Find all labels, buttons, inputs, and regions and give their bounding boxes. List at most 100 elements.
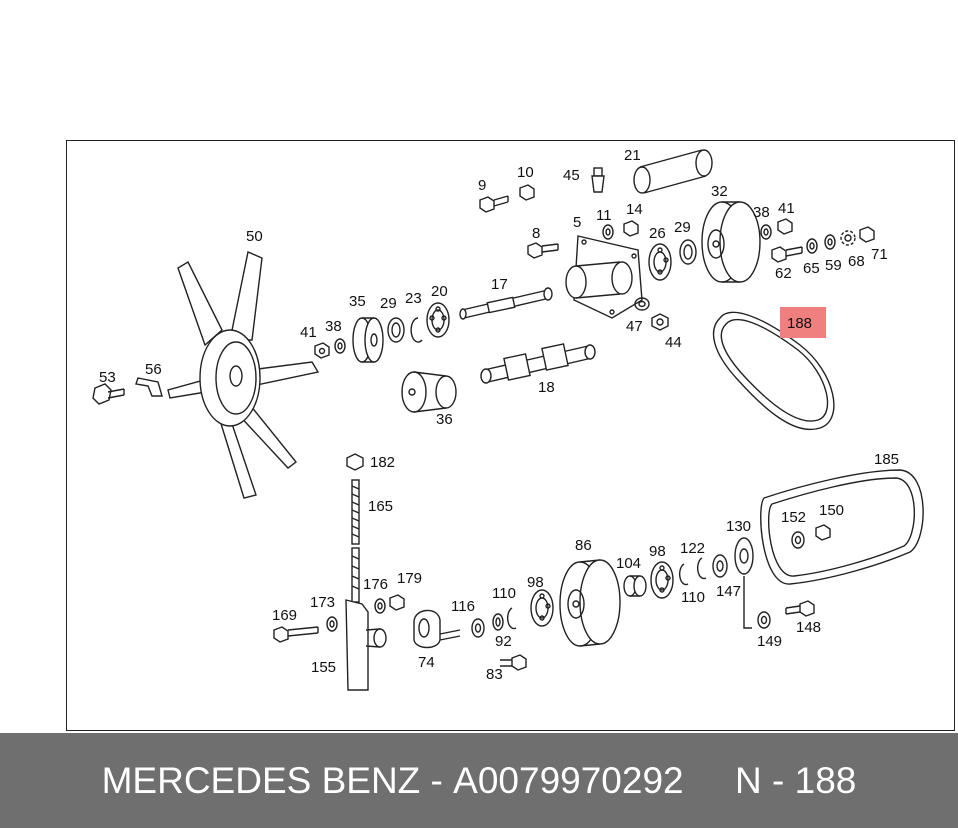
ring-92[interactable] [492, 613, 504, 631]
label-179: 179 [397, 570, 422, 587]
label-148: 148 [796, 619, 821, 636]
label-36: 36 [436, 411, 453, 428]
label-38-right: 38 [753, 204, 770, 221]
nut-71[interactable] [859, 226, 875, 243]
washer-47[interactable] [634, 297, 650, 311]
bolt-62[interactable] [771, 246, 803, 263]
hub-35[interactable] [352, 317, 384, 363]
nut-41-left[interactable] [314, 342, 330, 359]
fan-assembly[interactable] [167, 251, 320, 499]
highlight-box [780, 307, 826, 338]
label-83: 83 [486, 666, 503, 683]
label-59: 59 [825, 257, 842, 274]
nut-14[interactable] [623, 220, 639, 237]
label-173: 173 [310, 594, 335, 611]
washer-149[interactable] [757, 611, 771, 629]
label-169: 169 [272, 607, 297, 624]
washer-65[interactable] [806, 238, 818, 254]
washer-173[interactable] [326, 616, 338, 632]
spacer-116[interactable] [471, 618, 485, 638]
ring-29-right[interactable] [679, 239, 697, 265]
label-182: 182 [370, 454, 395, 471]
pulley-86[interactable] [559, 559, 621, 647]
label-29-right: 29 [674, 219, 691, 236]
washer-59[interactable] [824, 234, 836, 250]
spacer-104[interactable] [623, 575, 647, 597]
stud-165[interactable] [351, 479, 360, 545]
bolt-8[interactable] [527, 242, 559, 259]
sleeve-21[interactable] [633, 149, 713, 194]
label-44: 44 [665, 334, 682, 351]
label-5: 5 [573, 214, 581, 231]
nut-179[interactable] [389, 594, 405, 611]
pulley-130[interactable] [734, 537, 754, 575]
label-150: 150 [819, 502, 844, 519]
washer-11[interactable] [602, 224, 614, 240]
label-29-upper: 29 [380, 295, 397, 312]
label-10: 10 [517, 164, 534, 181]
circlip-110-left[interactable] [506, 607, 517, 630]
bolt-9[interactable] [479, 195, 509, 213]
part-number: A0079970292 [453, 759, 684, 801]
label-65: 65 [803, 260, 820, 277]
label-147: 147 [716, 583, 741, 600]
label-50: 50 [246, 228, 263, 245]
circlip-110-right[interactable] [696, 557, 707, 580]
label-110-left: 110 [492, 585, 516, 602]
washer-38-right[interactable] [760, 224, 772, 240]
label-185: 185 [874, 451, 899, 468]
label-9: 9 [478, 177, 486, 194]
label-149: 149 [757, 633, 782, 650]
label-74: 74 [418, 654, 435, 671]
lock-washer-68[interactable] [840, 230, 856, 246]
washer-38-left[interactable] [334, 338, 346, 354]
label-98-left: 98 [527, 574, 544, 591]
tensioner-155[interactable] [345, 547, 387, 691]
label-68: 68 [848, 253, 865, 270]
label-18: 18 [538, 379, 555, 396]
exploded-parts-diagram: 9 10 45 21 32 8 5 11 14 26 29 38 41 62 6… [92, 147, 924, 691]
bolt-148[interactable] [785, 600, 815, 617]
housing-5[interactable] [565, 235, 643, 319]
label-155: 155 [311, 659, 336, 676]
clamp-74[interactable] [413, 609, 461, 649]
shaft-18[interactable] [480, 343, 596, 384]
label-152: 152 [781, 509, 806, 526]
coupling-36[interactable] [401, 371, 457, 413]
circlip-23[interactable] [410, 317, 423, 343]
bearing-98-left[interactable] [530, 589, 554, 627]
label-45: 45 [563, 167, 580, 184]
label-188: 188 [787, 315, 812, 332]
ring-29-upper[interactable] [387, 317, 405, 343]
leader-line-149 [743, 576, 752, 629]
bearing-20[interactable] [426, 302, 450, 338]
label-56: 56 [145, 361, 162, 378]
bearing-26[interactable] [648, 243, 672, 281]
ref-prefix: N [735, 759, 762, 801]
washer-152[interactable] [791, 531, 805, 549]
nipple-45[interactable] [591, 167, 605, 193]
spacer-147[interactable] [712, 554, 728, 578]
washer-176[interactable] [374, 598, 386, 614]
bolt-83[interactable] [500, 654, 527, 671]
nut-10[interactable] [519, 184, 535, 201]
label-14: 14 [626, 201, 643, 218]
brand-name: MERCEDES BENZ [101, 759, 421, 801]
bolt-53[interactable] [92, 383, 125, 405]
label-116: 116 [451, 598, 475, 615]
nut-182[interactable] [346, 453, 364, 471]
bearing-98-right[interactable] [650, 561, 674, 599]
nut-41-right[interactable] [777, 218, 793, 235]
bracket-56[interactable] [135, 377, 163, 397]
diagram-frame [66, 140, 955, 731]
v-belt-185[interactable] [760, 469, 924, 585]
circlip-122[interactable] [678, 563, 689, 586]
ref-separator: - [772, 759, 785, 801]
plug-44[interactable] [651, 313, 669, 331]
v-belt-188[interactable] [712, 311, 835, 431]
label-98-right: 98 [649, 543, 666, 560]
bolt-169[interactable] [273, 626, 319, 643]
nut-150[interactable] [815, 524, 831, 541]
shaft-17[interactable] [459, 287, 553, 320]
pulley-32[interactable] [701, 201, 761, 283]
